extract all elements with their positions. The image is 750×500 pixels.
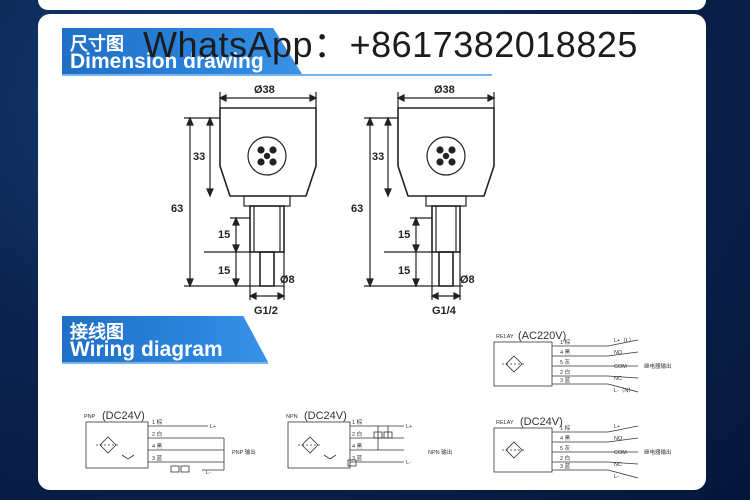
relay-ac-term-n: L-（N）: [614, 387, 634, 394]
npn-pin-3: 3 蓝: [352, 454, 363, 462]
relay-dc-term-lplus: L+: [614, 424, 620, 430]
dimension-title-en: Dimension drawing: [70, 50, 264, 73]
whatsapp-watermark: WhatsApp：+8617382018825: [143, 24, 638, 65]
right-dim-stem-lower: 15: [398, 265, 410, 277]
relay-dc-term-nc: NC: [614, 462, 622, 468]
top-card-edge: [38, 0, 706, 10]
drawing-left: [184, 92, 318, 300]
relay-ac-pin-1: 1 棕: [560, 338, 571, 346]
right-dim-thread: G1/4: [432, 305, 457, 317]
relay-dc-term-no: NO: [614, 436, 623, 442]
left-dim-total-height: 63: [171, 203, 183, 215]
drawing-right: [364, 92, 496, 300]
npn-pin-1: 1 棕: [352, 418, 363, 426]
pnp-diagram: [85, 421, 225, 473]
relay-ac-term-com: COM: [614, 364, 627, 370]
left-dim-stem-upper: 15: [218, 229, 230, 241]
npn-pin-4: 4 黑: [352, 443, 363, 450]
right-dim-stem-upper: 15: [398, 229, 410, 241]
npn-pin-2: 2 白: [352, 430, 362, 438]
right-dim-tip-diameter: Ø8: [460, 274, 475, 286]
pnp-output-note: PNP 输出: [232, 448, 256, 456]
npn-load-minus: L-: [406, 460, 411, 466]
pnp-pin-1: 1 棕: [152, 418, 163, 426]
pnp-load-plus: L+: [210, 424, 216, 430]
relay-ac-type-label: RELAY: [496, 334, 514, 340]
relay-ac-pin-3: 3 蓝: [560, 376, 571, 384]
relay-dc-term-lminus: L-: [614, 474, 619, 480]
relay-dc-pin-1: 1 棕: [560, 424, 571, 432]
left-dim-diameter-top: Ø38: [254, 84, 275, 96]
left-dim-head-height: 33: [193, 151, 205, 163]
right-dim-diameter-top: Ø38: [434, 84, 455, 96]
dimension-drawing: Ø38 33 63 15 15 Ø8 G1/2 Ø38 33 63 15 15 …: [171, 84, 496, 317]
relay-ac-term-nc: NC: [614, 376, 622, 382]
wiring-title-cn: 接线图: [70, 322, 124, 342]
relay-ac-diagram: [493, 339, 639, 393]
relay-dc-pin-2: 2 白: [560, 454, 570, 462]
relay-ac-term-no: NO: [614, 350, 623, 356]
relay-ac-term-l: L+（L）: [614, 337, 634, 344]
spec-card: 尺寸图 Dimension drawing: [38, 14, 706, 490]
pnp-voltage-label: (DC24V): [102, 410, 145, 422]
wiring-diagrams: PNP (DC24V) 1 棕 2 白 4 黑 3 蓝 L+ L- PNP 输出…: [84, 330, 672, 480]
right-dim-head-height: 33: [372, 151, 384, 163]
relay-dc-output-note: 继电器输出: [644, 448, 672, 456]
relay-dc-pin-4: 4 黑: [560, 435, 571, 442]
relay-ac-voltage-label: (AC220V): [518, 330, 566, 342]
left-dim-stem-lower: 15: [218, 265, 230, 277]
pnp-pin-4: 4 黑: [152, 443, 163, 450]
relay-ac-pin-2: 2 白: [560, 368, 570, 376]
npn-output-note: NPN 输出: [428, 448, 452, 456]
npn-diagram: [287, 421, 404, 469]
npn-type-label: NPN: [286, 414, 298, 420]
right-dim-total-height: 63: [351, 203, 363, 215]
left-dim-tip-diameter: Ø8: [280, 274, 295, 286]
npn-load-plus: L+: [406, 424, 412, 430]
wiring-title-en: Wiring diagram: [70, 338, 223, 361]
relay-dc-pin-5: 5 灰: [560, 444, 571, 452]
relay-dc-type-label: RELAY: [496, 420, 514, 426]
relay-ac-output-note: 继电器输出: [644, 362, 672, 370]
pnp-load-minus: L-: [206, 470, 211, 476]
dimension-title-cn: 尺寸图: [70, 34, 124, 54]
relay-dc-term-com: COM: [614, 450, 627, 456]
relay-dc-diagram: [493, 425, 639, 479]
relay-ac-pin-5: 5 灰: [560, 358, 571, 366]
pnp-pin-2: 2 白: [152, 430, 162, 438]
relay-ac-pin-4: 4 黑: [560, 349, 571, 356]
left-dim-thread: G1/2: [254, 305, 278, 317]
relay-dc-pin-3: 3 蓝: [560, 462, 571, 470]
pnp-pin-3: 3 蓝: [152, 454, 163, 462]
relay-dc-voltage-label: (DC24V): [520, 416, 563, 428]
npn-voltage-label: (DC24V): [304, 410, 347, 422]
pnp-type-label: PNP: [84, 414, 96, 420]
